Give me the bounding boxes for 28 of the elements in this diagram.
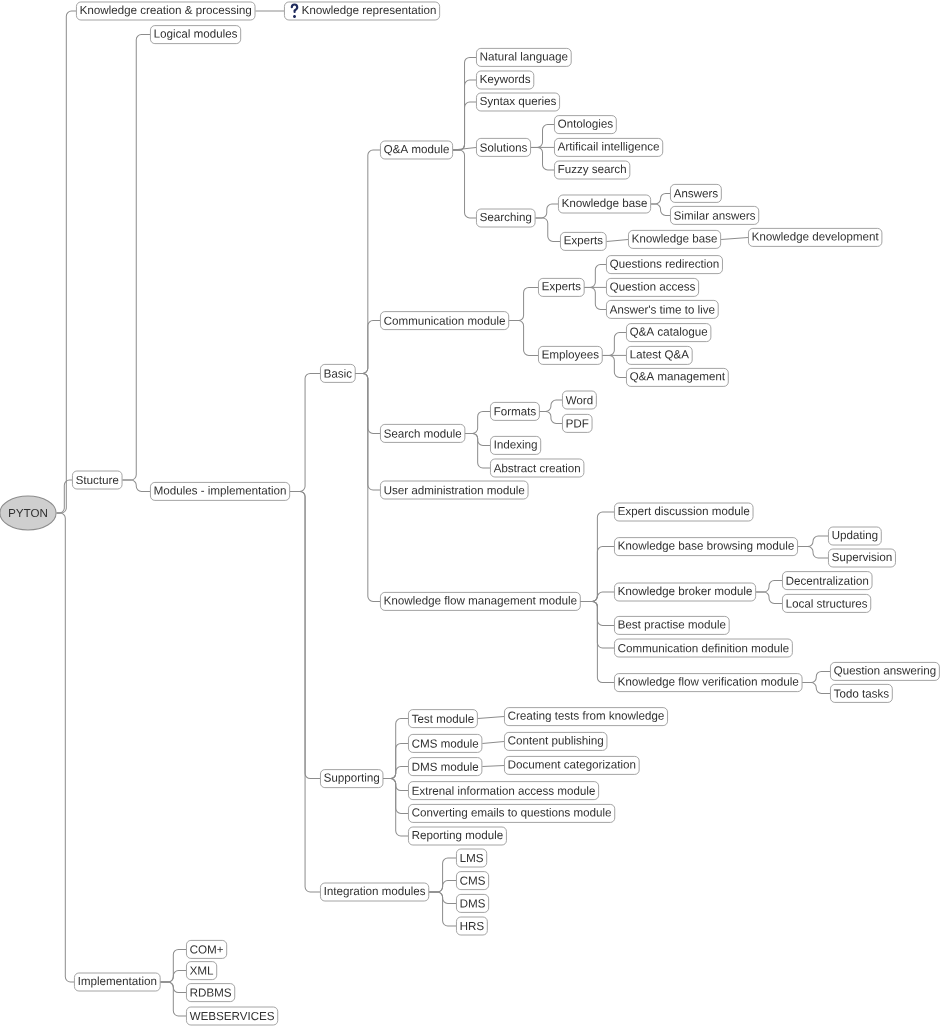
connector-line — [755, 591, 783, 604]
connector-line — [650, 192, 671, 205]
connector-line — [481, 764, 505, 768]
connector-line — [602, 354, 627, 378]
connector-line — [584, 286, 607, 310]
connector-line — [289, 490, 321, 893]
connector-line — [720, 236, 749, 240]
connector-line — [56, 512, 75, 983]
connector-line — [530, 146, 555, 171]
connector-line — [802, 682, 831, 694]
connector-line — [797, 546, 829, 559]
connector-line — [160, 981, 187, 1017]
connector-line — [580, 600, 615, 684]
connector-line — [122, 479, 151, 492]
connector-line — [650, 203, 671, 216]
connector-line — [539, 410, 563, 424]
connector-line — [477, 716, 505, 720]
connector-line — [606, 238, 629, 242]
connector-line — [382, 778, 409, 837]
connector-line — [254, 10, 285, 12]
connector-line — [428, 891, 457, 927]
connector-line — [464, 432, 491, 469]
connector-line — [535, 217, 561, 242]
connector-line — [508, 320, 539, 356]
connector-line — [56, 10, 77, 514]
connector-line — [56, 479, 73, 514]
connector-line — [481, 740, 505, 744]
connector-line — [355, 372, 381, 602]
